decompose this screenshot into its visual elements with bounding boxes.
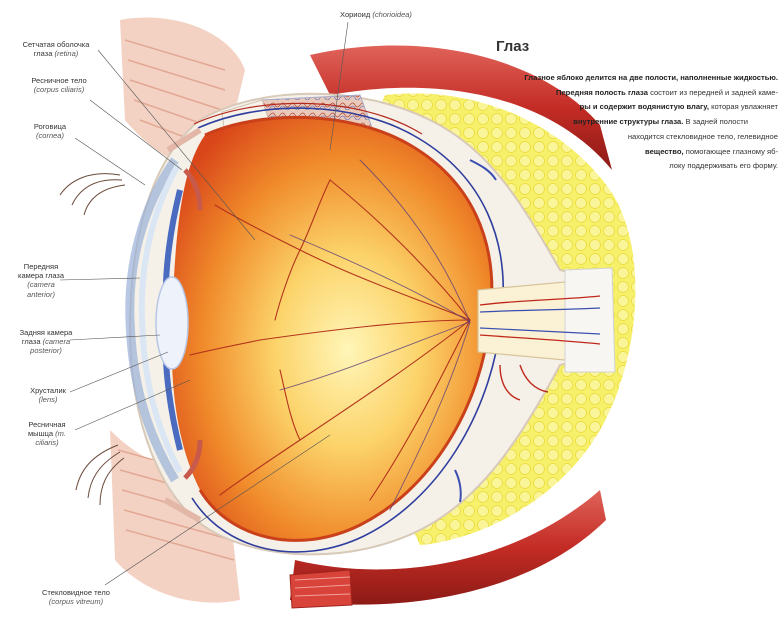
label-anterior-chamber-latin: (camera anterior) bbox=[27, 280, 55, 298]
inferior-oblique-tendon bbox=[290, 570, 352, 608]
label-ciliary-body-name: Ресничное тело bbox=[31, 76, 86, 85]
page-title: Глаз bbox=[496, 38, 529, 55]
label-cornea: Роговица (cornea) bbox=[22, 122, 78, 140]
description-line: внутренние структуры глаза. В задней пол… bbox=[478, 115, 778, 130]
label-lens-latin: (lens) bbox=[22, 395, 74, 404]
label-retina-latin: (retina) bbox=[54, 49, 78, 58]
description-line: находится стекловидное тело, гелевидное bbox=[478, 130, 778, 145]
label-cornea-latin: (cornea) bbox=[22, 131, 78, 140]
optic-nerve-sheath bbox=[565, 268, 615, 372]
label-choroid: Хориоид (chorioidea) bbox=[316, 10, 436, 19]
label-cornea-name: Роговица bbox=[22, 122, 78, 131]
label-posterior-chamber: Задняя камера глаза (camera posterior) bbox=[18, 328, 74, 356]
description-line: Глазное яблоко делится на две полости, н… bbox=[478, 71, 778, 86]
label-choroid-name: Хориоид bbox=[340, 10, 370, 19]
description-line: вещество, помогающее глазному яб- bbox=[478, 145, 778, 160]
label-choroid-latin: (chorioidea) bbox=[372, 10, 412, 19]
label-vitreous-body-latin: (corpus vitreum) bbox=[36, 597, 116, 606]
description-line: Передняя полость глаза состоит из передн… bbox=[478, 86, 778, 101]
label-anterior-chamber-name: Передняя камера глаза bbox=[18, 262, 64, 280]
label-lens-name: Хрусталик bbox=[22, 386, 74, 395]
label-ciliary-body: Ресничное тело (corpus ciliaris) bbox=[24, 76, 94, 94]
description-line: ры и содержит водянистую влагу, которая … bbox=[478, 100, 778, 115]
label-vitreous-body-name: Стекловидное тело bbox=[36, 588, 116, 597]
description-text: Глазное яблоко делится на две полости, н… bbox=[478, 71, 778, 174]
label-vitreous-body: Стекловидное тело (corpus vitreum) bbox=[36, 588, 116, 606]
label-ciliary-muscle: Ресничная мышца (m. ciliaris) bbox=[18, 420, 76, 448]
description-line: локу поддерживать его форму. bbox=[478, 159, 778, 174]
label-retina: Сетчатая оболочка глаза (retina) bbox=[14, 40, 98, 58]
label-anterior-chamber: Передняя камера глаза (camera anterior) bbox=[18, 262, 64, 299]
label-lens: Хрусталик (lens) bbox=[22, 386, 74, 404]
label-ciliary-body-latin: (corpus ciliaris) bbox=[34, 85, 84, 94]
